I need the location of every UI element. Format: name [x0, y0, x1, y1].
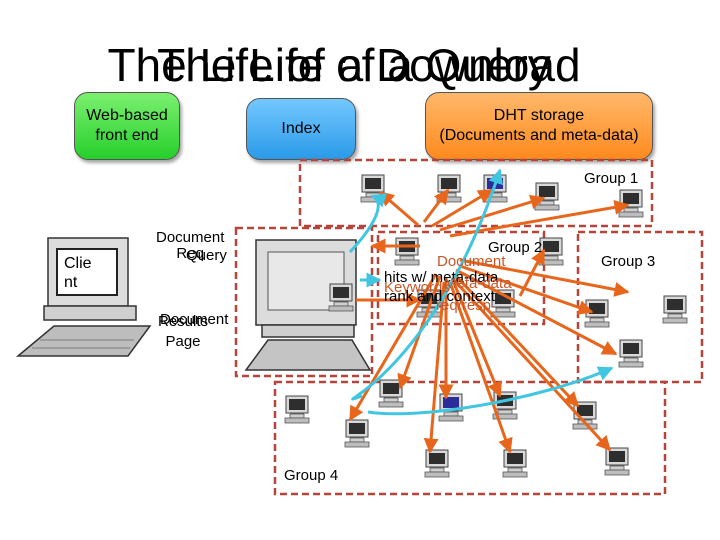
group-4-region: [273, 380, 667, 496]
rank-context-label: rank and context: [384, 288, 495, 305]
document-label-left: Document: [160, 311, 229, 328]
web-front-end-box: Web-based front end: [74, 92, 180, 160]
group-2-region: [376, 230, 546, 326]
dht-storage-box: DHT storage (Documents and meta-data): [425, 92, 653, 160]
group-1-region: [298, 158, 654, 228]
server-computer: [244, 239, 372, 371]
group-2-label: Group 2: [488, 239, 543, 256]
keywords-label: Keywords: [384, 279, 450, 296]
hits-metadata-label: hits w/ meta-data: [384, 269, 499, 286]
query-label: Query: [186, 247, 227, 264]
title-query: The Life of a Query: [157, 39, 551, 91]
document-overlap-label: Document: [437, 253, 506, 270]
server-region: [234, 226, 374, 378]
results-page-label: Results Page: [158, 313, 209, 350]
group-3-label: Group 3: [601, 253, 656, 270]
group-1-label: Group 1: [584, 170, 639, 187]
metadata-label: Meta-data: [444, 275, 512, 292]
document-req-label: Document Req: [156, 229, 225, 262]
group-4-label: Group 4: [284, 467, 339, 484]
index-box: Index: [246, 98, 356, 160]
client-label: Clie nt: [56, 248, 118, 296]
title-download: The Life of a Download: [107, 39, 581, 91]
req-resp-label: req/resp: [436, 297, 492, 314]
